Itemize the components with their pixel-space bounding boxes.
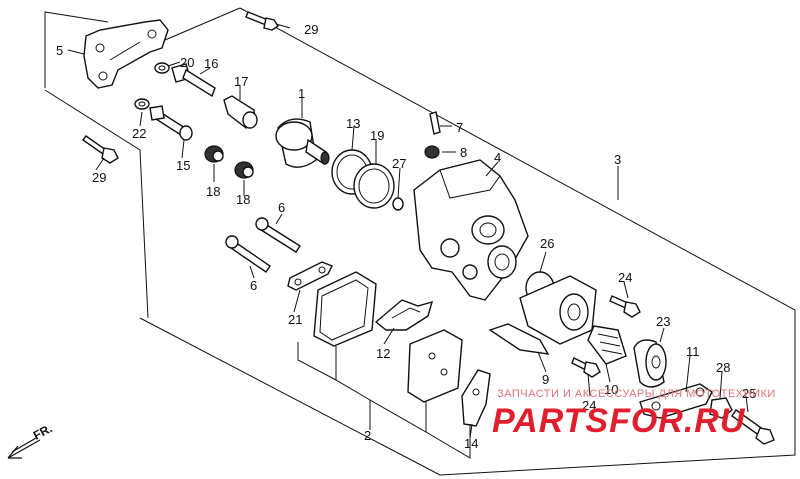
bolt-24-upper xyxy=(609,295,641,318)
bracket-hub-9 xyxy=(488,275,597,355)
bolt-25 xyxy=(731,409,775,445)
watermark-brand: PARTSFOR.RU xyxy=(492,402,746,440)
callout-7: 7 xyxy=(456,120,463,135)
boot-10 xyxy=(587,325,627,365)
callout-19: 19 xyxy=(370,128,384,143)
callout-4: 4 xyxy=(494,150,501,165)
callout-15: 15 xyxy=(176,158,190,173)
callout-14: 14 xyxy=(464,436,478,451)
callout-9: 9 xyxy=(542,372,549,387)
leader-lines xyxy=(67,23,749,459)
callout-5: 5 xyxy=(56,43,63,58)
brake-pad-lower xyxy=(407,329,463,403)
callout-21: 21 xyxy=(288,312,302,327)
callout-10: 10 xyxy=(604,382,618,397)
callout-2: 2 xyxy=(364,428,371,443)
bolt-24-lower xyxy=(571,357,601,378)
watermark-tagline: ЗАПЧАСТИ И АКСЕССУАРЫ ДЛЯ МОТОТЕХНИКИ xyxy=(497,388,776,400)
callout-24a: 24 xyxy=(618,270,632,285)
assembly-outline-3 xyxy=(44,7,796,476)
callout-6a: 6 xyxy=(278,200,285,215)
callout-8: 8 xyxy=(460,145,467,160)
washer-20 xyxy=(154,62,170,74)
callout-25: 25 xyxy=(742,386,756,401)
pad-shim-21 xyxy=(287,261,333,291)
o-ring-27 xyxy=(392,197,404,211)
callout-29a: 29 xyxy=(304,22,318,37)
callout-3: 3 xyxy=(614,152,621,167)
callout-20: 20 xyxy=(180,55,194,70)
callout-18a: 18 xyxy=(206,184,220,199)
pad-pin-6-lower xyxy=(225,235,271,273)
pad-shim-14 xyxy=(461,369,491,427)
callout-labels: 1 2 3 4 5 6 6 7 8 9 10 11 12 13 14 15 16… xyxy=(56,22,756,451)
front-direction-arrow: FR. xyxy=(7,421,54,459)
pad-spring-12 xyxy=(374,299,434,331)
callout-17: 17 xyxy=(234,74,248,89)
callout-12: 12 xyxy=(376,346,390,361)
link-plate-11 xyxy=(639,383,713,419)
callout-26: 26 xyxy=(540,236,554,251)
boot-18-a xyxy=(204,145,224,163)
bleeder-cap-8 xyxy=(424,145,440,159)
boot-18-b xyxy=(234,161,254,179)
bleeder-valve-7 xyxy=(429,111,441,135)
callout-13: 13 xyxy=(346,116,360,131)
bolt-29-left xyxy=(82,135,119,164)
callout-1: 1 xyxy=(298,86,305,101)
callout-18b: 18 xyxy=(236,192,250,207)
callout-22: 22 xyxy=(132,126,146,141)
dust-seal-19 xyxy=(353,163,395,209)
washer-22 xyxy=(134,98,150,110)
callout-23: 23 xyxy=(656,314,670,329)
caliper-piston xyxy=(275,118,330,168)
watermark: ЗАПЧАСТИ И АКСЕССУАРЫ ДЛЯ МОТОТЕХНИКИ PA… xyxy=(492,388,776,440)
callout-11: 11 xyxy=(686,344,700,359)
damper-23 xyxy=(633,339,667,388)
callout-27: 27 xyxy=(392,156,406,171)
caliper-bracket xyxy=(83,19,169,89)
nut-28 xyxy=(709,397,733,419)
brake-pad-upper xyxy=(313,271,377,347)
pin-boot-17 xyxy=(223,95,258,129)
bolt-29-upper xyxy=(245,11,279,31)
callout-28: 28 xyxy=(716,360,730,375)
callout-24b: 24 xyxy=(582,398,596,413)
callout-29b: 29 xyxy=(92,170,106,185)
callout-16: 16 xyxy=(204,56,218,71)
caliper-body xyxy=(413,159,529,301)
slide-pin-15 xyxy=(149,105,193,141)
callout-6b: 6 xyxy=(250,278,257,293)
slide-pin-16 xyxy=(171,63,216,98)
pad-pin-6-upper xyxy=(255,217,301,253)
